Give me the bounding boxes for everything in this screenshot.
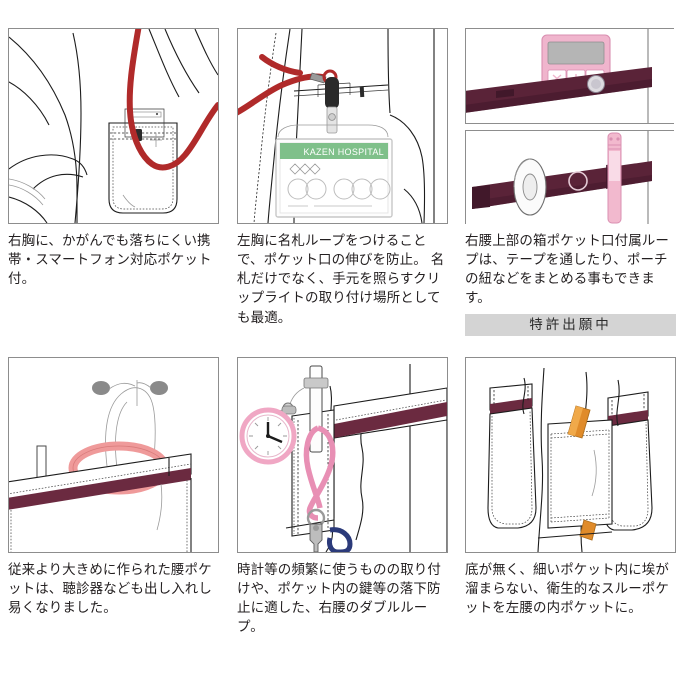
double-loop-watch-keys-illustration xyxy=(238,358,447,552)
panel-3-illustration xyxy=(465,28,674,224)
panel-6-illustration xyxy=(465,357,676,553)
panel-3: 右腰上部の箱ポケット口付属ループは、テープを通したり、ポーチの紐などをまとめる事… xyxy=(465,28,676,336)
waist-loop-with-tape-and-pen-illustration xyxy=(466,131,674,224)
panel-5-illustration xyxy=(237,357,448,553)
waist-loop-with-calculator-illustration xyxy=(466,29,674,123)
panel-1-illustration xyxy=(8,28,219,224)
panel-3-illustration-top xyxy=(465,28,674,124)
through-pocket-illustration xyxy=(466,358,675,552)
panel-4: 従来より大きめに作られた腰ポケットは、聴診器なども出し入れし易くなりました。 xyxy=(8,357,219,617)
panel-1: 右胸に、かがんでも落ちにくい携帯・スマートフォン対応ポケット付。 xyxy=(8,28,219,288)
panel-6-caption: 底が無く、細いポケット内に埃が溜まらない、衛生的なスルーポケットを左腰の内ポケッ… xyxy=(465,562,669,616)
panel-6: 底が無く、細いポケット内に埃が溜まらない、衛生的なスルーポケットを左腰の内ポケッ… xyxy=(465,357,676,617)
panel-2-illustration: KAZEN HOSPITAL xyxy=(237,28,448,224)
panel-4-illustration xyxy=(8,357,219,553)
panel-5: 時計等の頻繁に使うものの取り付けや、ポケット内の鍵等の落下防止に適した、右腰のダ… xyxy=(237,357,448,637)
name-badge-loop-illustration: KAZEN HOSPITAL xyxy=(238,29,447,223)
panel-5-caption: 時計等の頻繁に使うものの取り付けや、ポケット内の鍵等の落下防止に適した、右腰のダ… xyxy=(237,562,441,635)
id-card-header-text: KAZEN HOSPITAL xyxy=(303,147,384,157)
panel-2: KAZEN HOSPITAL 左胸に名札ループをつけることで、ポケット口の伸びを… xyxy=(237,28,448,327)
chest-pocket-smartphone-illustration xyxy=(9,29,218,223)
panel-3-patent-badge: 特許出願中 xyxy=(465,313,676,336)
hip-pocket-stethoscope-illustration xyxy=(9,358,218,552)
panel-3-caption: 右腰上部の箱ポケット口付属ループは、テープを通したり、ポーチの紐などをまとめる事… xyxy=(465,233,669,306)
panel-2-caption: 左胸に名札ループをつけることで、ポケット口の伸びを防止。 名札だけでなく、手元を… xyxy=(237,233,445,325)
panel-1-caption: 右胸に、かがんでも落ちにくい携帯・スマートフォン対応ポケット付。 xyxy=(8,233,212,287)
panel-3-illustration-bottom xyxy=(465,130,674,224)
panel-4-caption: 従来より大きめに作られた腰ポケットは、聴診器なども出し入れし易くなりました。 xyxy=(8,562,212,616)
